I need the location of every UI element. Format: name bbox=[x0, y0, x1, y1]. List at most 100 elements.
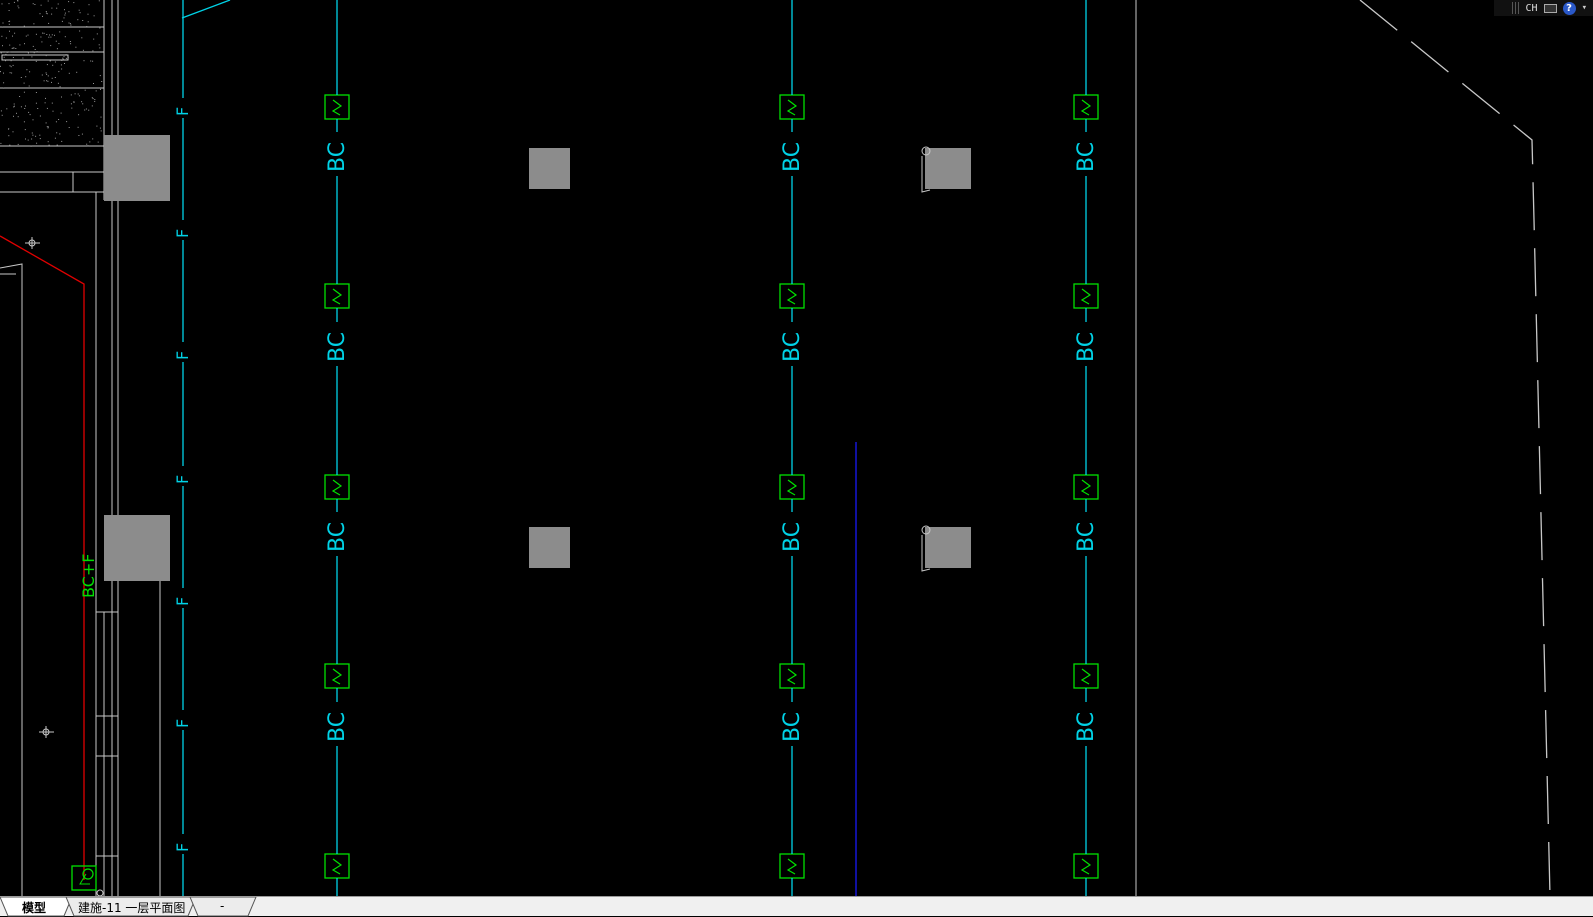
pipe-label: F bbox=[173, 351, 192, 360]
branch-label: BC bbox=[325, 142, 350, 172]
hatch-dot bbox=[51, 77, 53, 79]
hatch-dot bbox=[41, 74, 43, 76]
hatch-dot bbox=[77, 126, 79, 128]
hydrant-icon bbox=[921, 146, 931, 193]
tab-layout-floor-plan[interactable]: 建施-11 一层平面图 bbox=[78, 901, 186, 915]
hatch-dot bbox=[9, 65, 11, 67]
tab-layout-empty[interactable]: - bbox=[220, 899, 225, 913]
hatch-dot bbox=[100, 130, 102, 132]
hatch-dot bbox=[25, 138, 26, 140]
pipe-label: F bbox=[173, 597, 192, 606]
left-wall-detail bbox=[0, 0, 170, 896]
hatch-dot bbox=[3, 56, 5, 58]
hatch-dot bbox=[99, 47, 101, 49]
hatch-dot bbox=[87, 21, 89, 23]
hatch-dot bbox=[11, 47, 13, 49]
hatch-dot bbox=[81, 37, 83, 39]
hatch-dot bbox=[96, 33, 98, 35]
hatch-dot bbox=[61, 68, 63, 70]
hatch-dot bbox=[35, 102, 37, 104]
hatch-dot bbox=[65, 54, 67, 56]
hatch-dot bbox=[27, 139, 29, 141]
hatch-dot bbox=[32, 3, 34, 5]
hatch-dot bbox=[46, 34, 48, 35]
hatch-dot bbox=[47, 75, 49, 77]
sprinkler-head-icon bbox=[1073, 283, 1099, 309]
hatch-dot bbox=[73, 101, 75, 103]
hatch-dot bbox=[13, 47, 15, 49]
wall-hatch bbox=[0, 0, 103, 147]
keyboard-icon[interactable] bbox=[1543, 3, 1557, 13]
sprinkler-head-icon bbox=[779, 283, 805, 309]
hatch-dot bbox=[57, 82, 59, 84]
language-indicator[interactable]: CH bbox=[1525, 2, 1538, 14]
hatch-dot bbox=[79, 12, 81, 14]
branch-label: BC bbox=[1074, 142, 1099, 172]
hatch-dot bbox=[68, 11, 70, 13]
hatch-dot bbox=[11, 72, 13, 74]
hatch-dot bbox=[95, 90, 97, 92]
hatch-dot bbox=[52, 64, 54, 66]
hatch-dot bbox=[83, 60, 85, 62]
branch-label: BC bbox=[325, 332, 350, 362]
hatch-dot bbox=[84, 89, 86, 91]
hatch-dot bbox=[73, 101, 75, 103]
hatch-dot bbox=[69, 41, 71, 42]
hatch-dot bbox=[50, 45, 52, 47]
hatch-dot bbox=[35, 135, 37, 137]
hatch-dot bbox=[31, 132, 33, 134]
hatch-dot bbox=[46, 13, 48, 15]
hatch-dot bbox=[57, 3, 59, 5]
layout-tab-bar: 模型 建施-11 一层平面图 - bbox=[0, 896, 1593, 917]
hatch-dot bbox=[62, 57, 64, 59]
hatch-dot bbox=[58, 71, 60, 73]
hatch-dot bbox=[46, 80, 48, 82]
chevron-down-icon[interactable]: ▾ bbox=[1581, 3, 1587, 13]
hatch-dot bbox=[5, 37, 7, 39]
hatch-dot bbox=[30, 145, 32, 147]
hatch-dot bbox=[101, 81, 103, 82]
branch-label: BC bbox=[1074, 522, 1099, 552]
hatch-dot bbox=[46, 107, 48, 109]
hatch-dot bbox=[64, 12, 66, 14]
hatch-dot bbox=[51, 7, 53, 9]
sprinkler-head-icon bbox=[324, 853, 350, 879]
hatch-dot bbox=[99, 27, 101, 29]
structural-column bbox=[529, 527, 570, 568]
hatch-dot bbox=[2, 22, 4, 24]
hatch-dot bbox=[0, 52, 2, 54]
sprinkler-head-icon bbox=[1073, 663, 1099, 689]
hatch-dot bbox=[0, 142, 2, 144]
hatch-dot bbox=[78, 135, 80, 136]
hatch-dot bbox=[13, 1, 15, 3]
hatch-dot bbox=[70, 24, 72, 26]
hatch-dot bbox=[92, 60, 94, 62]
structural-column bbox=[104, 515, 170, 581]
pipe-end-marker bbox=[96, 889, 104, 896]
structural-column bbox=[925, 148, 971, 189]
tab-model[interactable]: 模型 bbox=[22, 901, 47, 915]
hatch-dot bbox=[50, 36, 52, 38]
hatch-dot bbox=[24, 129, 26, 131]
hatch-dot bbox=[48, 22, 50, 24]
hatch-dot bbox=[34, 49, 36, 50]
help-icon[interactable]: ? bbox=[1562, 1, 1576, 15]
pipe-label: F bbox=[173, 719, 192, 728]
hatch-dot bbox=[36, 142, 38, 144]
hatch-dot bbox=[39, 13, 41, 15]
hatch-dot bbox=[51, 34, 53, 36]
hatch-dot bbox=[73, 2, 75, 4]
hatch-dot bbox=[19, 96, 21, 97]
hatch-dot bbox=[49, 60, 51, 62]
hatch-dot bbox=[13, 105, 15, 107]
hatch-dot bbox=[40, 36, 42, 38]
hatch-dot bbox=[68, 22, 70, 24]
hatch-dot bbox=[81, 101, 83, 103]
hatch-dot bbox=[8, 21, 10, 22]
hatch-dot bbox=[2, 45, 3, 47]
hatch-dot bbox=[69, 23, 71, 25]
